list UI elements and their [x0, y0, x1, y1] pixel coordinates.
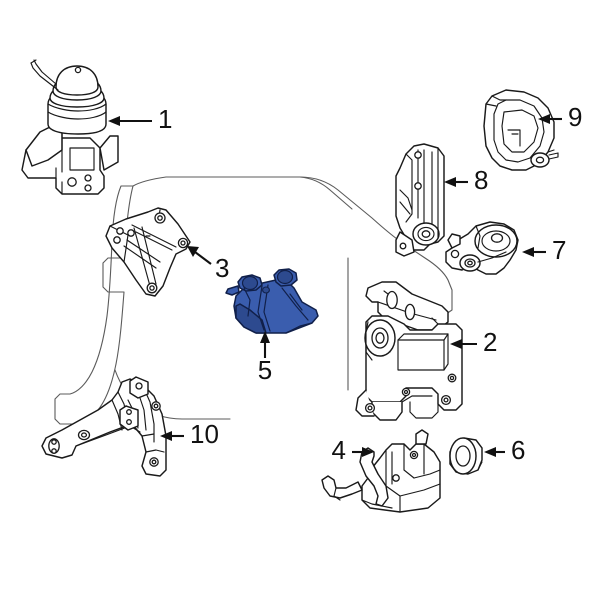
- callout-3-arrowhead: [187, 246, 199, 257]
- callout-6[interactable]: 6: [484, 435, 525, 465]
- part-4-stay-lower: [321, 429, 441, 513]
- callout-7-number: 7: [552, 235, 566, 265]
- callout-3[interactable]: 3: [187, 246, 229, 283]
- part-1-engine-mount-upper-left: [21, 59, 119, 195]
- part-2-bracket-right: [355, 281, 463, 421]
- callout-9-number: 9: [568, 102, 582, 132]
- callout-8-arrowhead: [444, 177, 456, 187]
- callout-6-number: 6: [511, 435, 525, 465]
- callout-2-number: 2: [483, 327, 497, 357]
- callout-6-arrowhead: [484, 447, 496, 457]
- callout-4[interactable]: 4: [332, 435, 374, 465]
- callout-10-arrowhead: [160, 431, 172, 441]
- part-3-triangular-bracket: [105, 207, 191, 297]
- part-10-bracket-lower-left: [41, 376, 167, 477]
- part-5-highlighted-insulator: [225, 268, 319, 334]
- part-7-torque-rod: [445, 221, 519, 275]
- callout-4-arrowhead: [362, 447, 374, 457]
- part-9-cover-shield: [483, 89, 559, 171]
- callout-5-number: 5: [258, 355, 272, 385]
- callout-1-arrowhead: [108, 116, 120, 126]
- part-8-bracket-vertical: [395, 143, 445, 257]
- callout-2[interactable]: 2: [450, 327, 497, 357]
- callout-9-arrowhead: [538, 114, 550, 124]
- callout-10-number: 10: [190, 419, 219, 449]
- callout-9[interactable]: 9: [538, 102, 582, 132]
- callout-4-number: 4: [332, 435, 346, 465]
- callout-3-number: 3: [215, 253, 229, 283]
- callout-5-arrowhead: [260, 331, 270, 343]
- callout-5[interactable]: 5: [258, 331, 272, 385]
- callout-3-leader: [194, 251, 212, 265]
- callout-8-number: 8: [474, 165, 488, 195]
- callout-1-number: 1: [158, 104, 172, 134]
- callout-8[interactable]: 8: [444, 165, 488, 195]
- callout-7[interactable]: 7: [522, 235, 566, 265]
- part-6-bushing: [449, 437, 483, 475]
- callout-10[interactable]: 10: [160, 419, 219, 449]
- callout-7-arrowhead: [522, 247, 534, 257]
- callout-1[interactable]: 1: [108, 104, 172, 134]
- callout-layer: 1 2 3 4: [108, 102, 582, 465]
- callout-2-arrowhead: [450, 339, 462, 349]
